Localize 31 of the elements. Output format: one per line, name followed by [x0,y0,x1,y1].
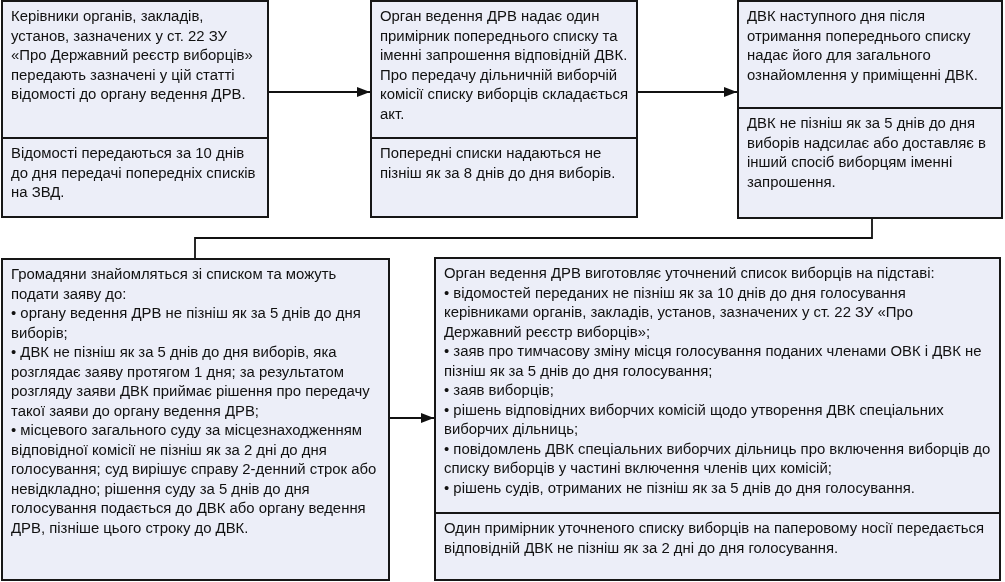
process-box [1,0,269,139]
description-text: • заяв про тимчасову зміну місця голосування поданих членами ОВК і ДВК не пізніш як за 5 днів до дня голосування; [444,342,983,381]
process-box [737,107,1003,219]
description-text: • повідомлень ДВК спеціальних виборчих дільниць про включення виборців до списку виборців у частині включення членів цих комісій; [444,439,992,478]
description-text: ДВК наступного дня після отримання попереднього списку надає його для загального ознайомлення у приміщенні ДВК. [747,7,979,85]
arrow [637,87,738,97]
process-box [1,258,390,581]
process-box [434,512,1001,581]
arrow [389,413,435,423]
description-text: Один примірник уточненого списку виборців на паперовому носії передається відповідній ДВК не пізніш як за 2 дні до дня голосування. [444,519,986,558]
description-text: Громадяни знайомляться зі списком та можуть подати заяву до: [11,265,338,304]
description-text: Орган ведення ДРВ надає один примірник попереднього списку та іменні запрошення відповідній ДВК. Про передачу дільничній виборчій комісії списку виборців складається акт. [380,7,630,124]
process-box [737,0,1003,109]
process-box [1,137,269,218]
description-text: • рішень судів, отриманих не пізніш як за 5 днів до дня голосування. [444,478,916,498]
process-box [370,137,638,218]
description-text: • рішень відповідних виборчих комісій щодо утворення ДВК спеціальних виборчих дільниць; [444,400,945,439]
description-text: Відомості передаються за 10 днів до дня передачі попередніх списків на ЗВД. [11,144,257,202]
description-text: • ДВК не пізніш як за 5 днів до дня виборів, яка розглядає заяву протягом 1 дня; за результатом розгляду заяви ДВК приймає рішення про передачу такої заяви до органу ведення ДРВ; [11,343,371,421]
description-text: ДВК не пізніш як за 5 днів до дня виборів надсилає або доставляє в інший спосіб виборцям іменні запрошення. [747,114,987,192]
description-text: • органу ведення ДРВ не пізніш як за 5 днів до дня виборів; [11,304,362,343]
process-box [434,257,1001,514]
description-text: • заяв виборців; [444,381,555,400]
description-text: • місцевого загального суду за місцезнаходженням відповідної комісії не пізніш як за 2 дні до дня голосування; суд вирішує справу 2-денний строк або невідкладно; рішення суду за 5 днів до дня голосування подається до ДВК або органу ведення ДРВ, пізніше цього строку до ДВК. [11,421,378,538]
connector-line [194,218,873,259]
description-text: Орган ведення ДРВ виготовляє уточнений список виборців на підставі: [444,264,936,283]
description-text: • відомостей переданих не пізніш як за 10 днів до дня голосування керівниками органів, закладів, установ, зазначених у ст. 22 ЗУ «Про Державний реєстр виборців»; [444,283,915,342]
description-text: Попередні списки надаються не пізніш як за 8 днів до дня виборів. [380,144,617,183]
description-text: Керівники органів, закладів, установ, зазначених у ст. 22 ЗУ «Про Державний реєстр виборців» передають зазначені у цій статті відомості до органу ведення ДРВ. [11,7,254,104]
arrow [268,87,371,97]
process-box [370,0,638,139]
